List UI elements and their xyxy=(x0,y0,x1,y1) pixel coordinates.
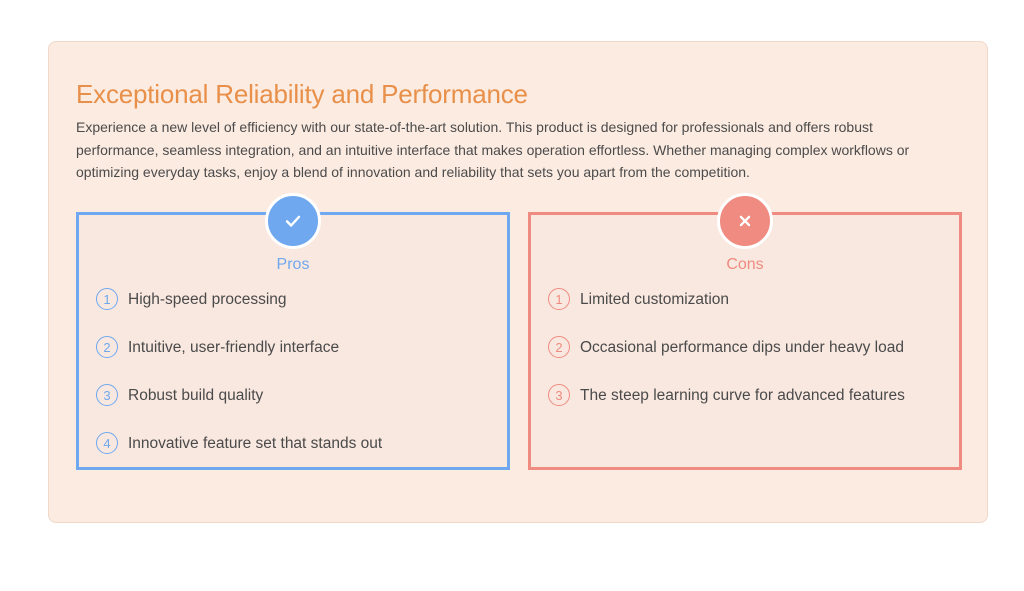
list-item: 2 Occasional performance dips under heav… xyxy=(548,333,949,381)
item-number-badge: 3 xyxy=(96,384,118,406)
item-number-badge: 3 xyxy=(548,384,570,406)
item-text: High-speed processing xyxy=(128,291,287,308)
item-number-badge: 2 xyxy=(548,336,570,358)
item-number-badge: 1 xyxy=(96,288,118,310)
list-item: 3 Robust build quality xyxy=(96,381,497,429)
item-text: The steep learning curve for advanced fe… xyxy=(580,387,905,404)
description-text: Experience a new level of efficiency wit… xyxy=(76,119,910,180)
item-number-badge: 2 xyxy=(96,336,118,358)
check-icon xyxy=(285,215,301,227)
cons-list: 1 Limited customization 2 Occasional per… xyxy=(548,285,949,429)
list-item: 3 The steep learning curve for advanced … xyxy=(548,381,949,429)
item-text: Intuitive, user-friendly interface xyxy=(128,339,340,356)
list-item: 1 Limited customization xyxy=(548,285,949,333)
item-text: Robust build quality xyxy=(128,387,264,404)
item-text: Innovative feature set that stands out xyxy=(128,435,383,452)
cons-badge xyxy=(717,193,773,249)
pros-panel: Pros 1 High-speed processing 2 Intuitive… xyxy=(76,193,510,470)
item-number-badge: 4 xyxy=(96,432,118,454)
list-item: 2 Intuitive, user-friendly interface xyxy=(96,333,497,381)
item-text: Limited customization xyxy=(580,291,730,308)
close-icon xyxy=(739,215,751,227)
list-item: 4 Innovative feature set that stands out xyxy=(96,429,497,477)
pros-badge xyxy=(265,193,321,249)
list-item: 1 High-speed processing xyxy=(96,285,497,333)
pros-list: 1 High-speed processing 2 Intuitive, use… xyxy=(96,285,497,477)
pros-title: Pros xyxy=(276,256,310,273)
cons-title: Cons xyxy=(726,256,764,273)
item-number-badge: 1 xyxy=(548,288,570,310)
page-title: Exceptional Reliability and Performance xyxy=(76,79,528,109)
cons-panel: Cons 1 Limited customization 2 Occasiona… xyxy=(528,193,962,470)
item-text: Occasional performance dips under heavy … xyxy=(580,339,904,356)
pros-cons-card: Exceptional Reliability and Performance … xyxy=(48,41,988,523)
